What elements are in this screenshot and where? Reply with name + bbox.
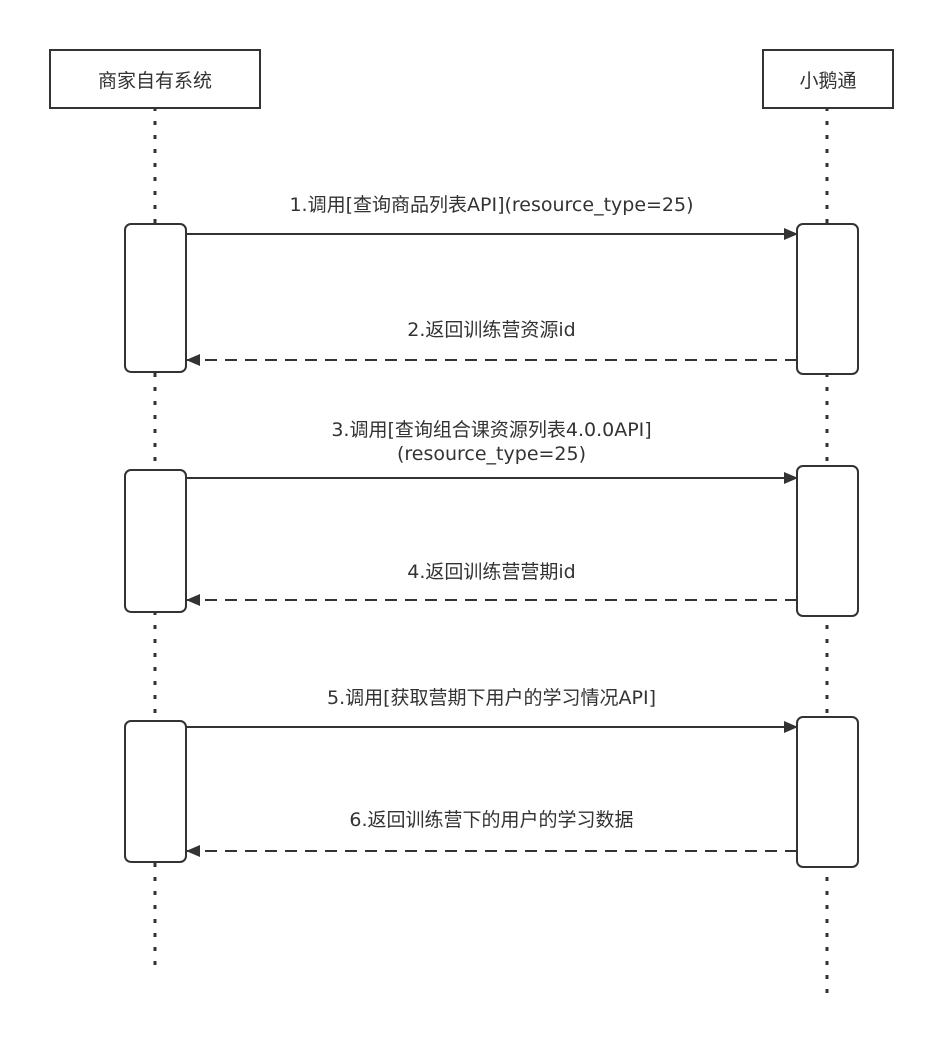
participant-merchant: 商家自有系统 bbox=[49, 49, 261, 109]
activation-xiaoe-1 bbox=[796, 223, 859, 375]
activation-xiaoe-3 bbox=[796, 716, 859, 868]
message-label-6: 6.返回训练营下的用户的学习数据 bbox=[349, 809, 634, 831]
activation-merchant-2 bbox=[124, 469, 187, 613]
activation-xiaoe-2 bbox=[796, 465, 859, 617]
activation-merchant-3 bbox=[124, 720, 187, 863]
message-label-1: 1.调用[查询商品列表API](resource_type=25) bbox=[289, 194, 694, 216]
message-label-3: 3.调用[查询组合课资源列表4.0.0API] (resource_type=2… bbox=[331, 419, 652, 465]
message-label-2: 2.返回训练营资源id bbox=[407, 319, 576, 341]
message-label-4: 4.返回训练营营期id bbox=[407, 561, 576, 583]
participant-merchant-label: 商家自有系统 bbox=[97, 69, 212, 92]
activation-merchant-1 bbox=[124, 223, 187, 373]
participant-xiaoe: 小鹅通 bbox=[762, 49, 894, 109]
message-label-5: 5.调用[获取营期下用户的学习情况API] bbox=[326, 687, 656, 709]
participant-xiaoe-label: 小鹅通 bbox=[799, 69, 857, 92]
